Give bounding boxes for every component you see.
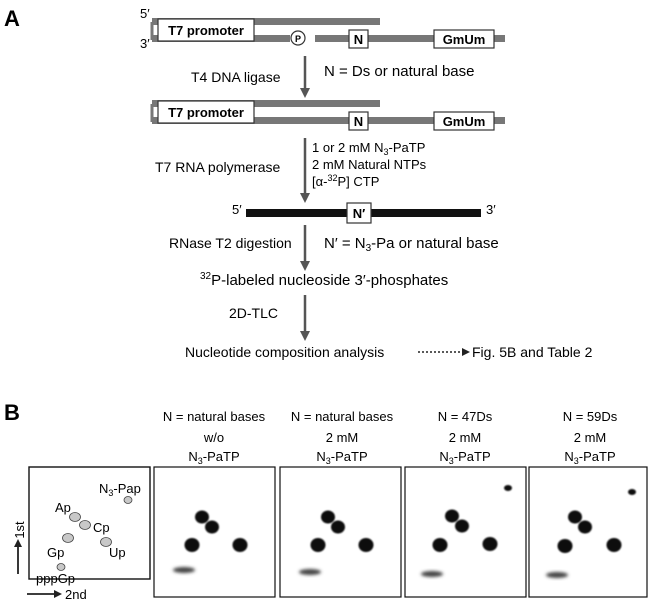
tlc-plate-4 [528, 466, 648, 598]
plate4-spot-gp [557, 539, 573, 553]
labeled-nucleosides: 32P-labeled nucleoside 3′-phosphates [200, 271, 448, 289]
n-box [348, 29, 369, 49]
n-prime-box [346, 202, 372, 224]
panel-a: A 5′ 3′ T7 promoter P N GmUm [4, 6, 593, 360]
n-box-2 [348, 111, 369, 131]
plate4-header-line1: N = 59Ds [563, 409, 618, 424]
panel-a-label: A [4, 6, 20, 31]
rna-transcript: 5′ 3′ N′ [232, 202, 496, 224]
map-label-pppgp: pppGp [36, 571, 75, 586]
map-label-n3pap: N3-Pap [99, 481, 141, 498]
map-label-gp: Gp [47, 545, 64, 560]
plate1-header-line3: N3-PaTP [188, 449, 239, 466]
map-spot-gp [62, 533, 74, 543]
map-spot-ap [69, 512, 81, 522]
gmum-text: GmUm [443, 32, 486, 47]
plate1-spot-pppgp [173, 567, 195, 573]
phosphate-text: P [295, 34, 301, 44]
plate3-spot-up [482, 537, 498, 551]
tlc-plate-2 [279, 466, 402, 598]
plate2-header-line1: N = natural bases [291, 409, 394, 424]
bottom-strand-2 [152, 117, 505, 124]
plate4-spot-cp [578, 520, 592, 534]
gmum-box [433, 29, 495, 49]
panel-b: B N3-Pap Ap Cp Gp Up pppGp 1st 2nd N = n [4, 400, 648, 602]
plate3-spot-cp [455, 519, 469, 533]
plate3-header-line1: N = 47Ds [438, 409, 493, 424]
n-prime-definition: N′ = N3-Pa or natural base [324, 235, 499, 254]
rna-three-prime: 3′ [486, 202, 496, 217]
tlc-map: N3-Pap Ap Cp Gp Up pppGp 1st 2nd [12, 466, 151, 602]
map-spot-cp-a [79, 520, 91, 530]
plate1-spot-up [232, 538, 248, 552]
plate3-spot-n3pap [504, 485, 512, 491]
plate4-header-line2: 2 mM [574, 430, 607, 445]
three-prime-label: 3′ [140, 36, 150, 51]
rna-five-prime: 5′ [232, 202, 242, 217]
n-box-text-2: N [354, 114, 363, 129]
condition-1: 1 or 2 mM N3-PaTP [312, 140, 425, 157]
condition-3: [α-32P] CTP [312, 173, 379, 189]
t7-promoter-text-2: T7 promoter [168, 105, 244, 120]
tlc-plate-3 [404, 466, 527, 598]
n-prime-text: N′ [353, 206, 366, 221]
analysis-label: Nucleotide composition analysis [185, 344, 384, 360]
plate3-spot-pppgp [421, 571, 443, 577]
n-box-text: N [354, 32, 363, 47]
bottom-strand-right [315, 35, 505, 42]
plate2-spot-cp [331, 520, 345, 534]
step2-label: T7 RNA polymerase [155, 159, 280, 175]
plate3-spot-ap [445, 509, 459, 523]
axis-2nd-label: 2nd [65, 587, 87, 602]
plate2-header-line2: 2 mM [326, 430, 359, 445]
plate4-spot-up [606, 538, 622, 552]
figure-reference: Fig. 5B and Table 2 [472, 344, 593, 360]
step3-label: RNase T2 digestion [169, 235, 292, 251]
map-spot-pppgp [56, 563, 66, 571]
plate2-spot-pppgp [299, 569, 321, 575]
t7-promoter-box-2 [157, 100, 255, 124]
step1-label: T4 DNA ligase [191, 69, 281, 85]
dna-template-unligated: 5′ 3′ T7 promoter P N GmUm [140, 6, 505, 51]
condition-2: 2 mM Natural NTPs [312, 157, 427, 172]
top-strand-2 [152, 100, 380, 107]
plate4-spot-ap [568, 510, 582, 524]
plate3-spot-gp [432, 538, 448, 552]
map-spot-n3pap [123, 496, 133, 504]
map-spot-up [100, 537, 112, 547]
plate-headers: N = natural bases w/o N3-PaTP N = natura… [163, 409, 618, 466]
plate1-header-line1: N = natural bases [163, 409, 266, 424]
tlc-plate-1 [153, 466, 276, 598]
step4-label: 2D-TLC [229, 305, 278, 321]
plate2-spot-gp [310, 538, 326, 552]
map-label-up: Up [109, 545, 126, 560]
map-label-cp: Cp [93, 520, 110, 535]
plate4-header-line3: N3-PaTP [564, 449, 615, 466]
plate1-spot-cp [205, 520, 219, 534]
dna-template-ligated: T7 promoter N GmUm [150, 100, 505, 131]
plate2-header-line3: N3-PaTP [316, 449, 367, 466]
plate1-spot-gp [184, 538, 200, 552]
plate4-spot-pppgp [546, 572, 568, 578]
five-prime-label: 5′ [140, 6, 150, 21]
plate1-spot-ap [195, 510, 209, 524]
map-label-ap: Ap [55, 500, 71, 515]
gmum-box-2 [433, 111, 495, 131]
plate3-header-line2: 2 mM [449, 430, 482, 445]
plate3-header-line3: N3-PaTP [439, 449, 490, 466]
plate2-spot-up [358, 538, 374, 552]
panel-b-label: B [4, 400, 20, 425]
axis-1st-label: 1st [12, 521, 27, 539]
plate1-header-line2: w/o [203, 430, 224, 445]
gmum-text-2: GmUm [443, 114, 486, 129]
t7-promoter-text: T7 promoter [168, 23, 244, 38]
n-definition: N = Ds or natural base [324, 63, 475, 80]
top-strand [152, 18, 380, 25]
plate4-spot-n3pap [628, 489, 636, 495]
phosphate-icon [290, 30, 306, 46]
plate2-spot-ap [321, 510, 335, 524]
t7-promoter-box [157, 18, 255, 42]
